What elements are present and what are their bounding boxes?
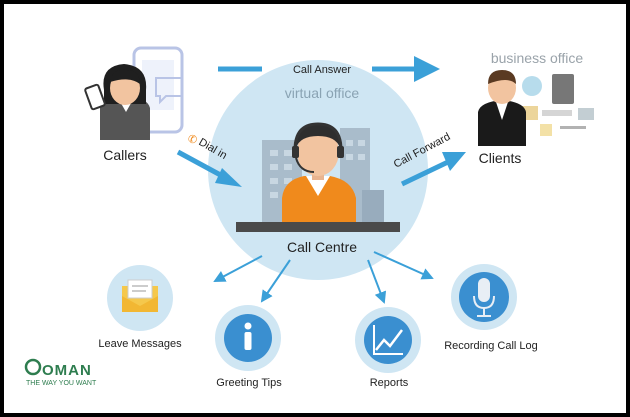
call-answer-label: Call Answer [293, 64, 351, 76]
arrow-to-greeting-tips [260, 259, 291, 303]
chart-icon [373, 325, 403, 355]
leave-messages-label: Leave Messages [98, 338, 182, 350]
call-answer-arrow [218, 56, 440, 82]
reports-label: Reports [370, 377, 409, 389]
greeting-tips-node [215, 305, 281, 371]
envelope-icon [122, 279, 158, 312]
reports-node [355, 307, 421, 373]
chat-bubble-icon [155, 77, 183, 105]
recording-call-log-label: Recording Call Log [444, 340, 538, 352]
handheld-phone-icon [84, 83, 106, 111]
clients-person-icon [478, 70, 526, 146]
brand-name: OMAN [42, 362, 92, 379]
virtual-office-label: virtual office [285, 85, 360, 101]
business-office-label: business office [491, 50, 584, 66]
microphone-icon [473, 278, 495, 317]
recording-call-log-node [451, 264, 517, 330]
callers-illustration [84, 46, 184, 140]
dial-in-arrow [176, 149, 242, 187]
phone-handset-icon: ✆ [188, 134, 197, 146]
call-centre-diagram: virtual office Call Centre [24, 46, 594, 389]
business-office-desk-icons [520, 74, 594, 136]
diagram-canvas: virtual office Call Centre [4, 4, 626, 413]
leave-messages-node [107, 265, 173, 331]
brand-tagline: THE WAY YOU WANT [26, 380, 97, 387]
arrow-to-recording-call-log [373, 251, 434, 280]
call-centre-agent-icon [282, 122, 356, 222]
call-centre-label: Call Centre [287, 239, 357, 255]
desk [236, 222, 400, 232]
clients-label: Clients [479, 150, 522, 166]
callers-label: Callers [103, 147, 147, 163]
logo-mark-icon [24, 358, 42, 376]
brand-logo: OMAN THE WAY YOU WANT [24, 358, 97, 387]
arrow-to-reports [367, 259, 387, 304]
call-forward-arrow [400, 152, 466, 187]
greeting-tips-label: Greeting Tips [216, 377, 282, 389]
arrow-to-leave-messages [213, 255, 263, 282]
